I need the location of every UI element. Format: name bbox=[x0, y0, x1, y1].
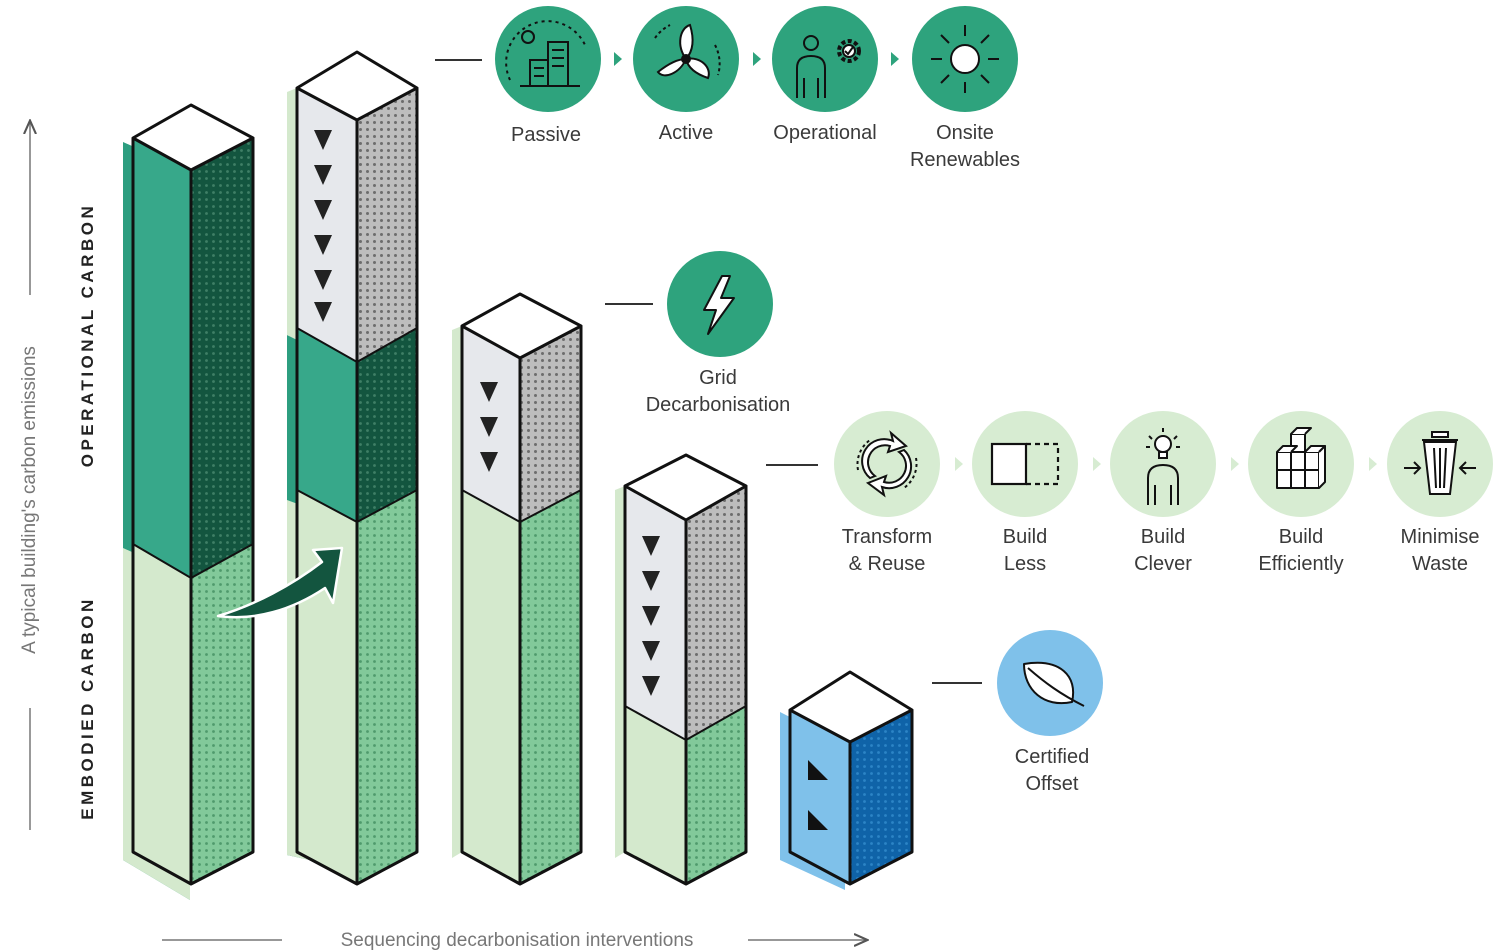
embodied-interventions: Transform & Reuse Build Less bbox=[834, 411, 1493, 575]
chevron-right-icon bbox=[614, 52, 622, 66]
sun-icon bbox=[931, 25, 999, 93]
y-axis-label: A typical building's carbon emissions bbox=[19, 346, 40, 654]
column-grid-decarbonisation bbox=[452, 292, 583, 886]
connector-lines bbox=[435, 59, 982, 684]
leaf-icon bbox=[1023, 661, 1085, 707]
y-axis: A typical building's carbon emissions bbox=[19, 122, 40, 830]
build-less-label-2: Less bbox=[1004, 553, 1046, 575]
operational-intervention: Operational bbox=[772, 6, 878, 144]
decarbonisation-label: Decarbonisation bbox=[646, 394, 791, 416]
build-efficiently-label-2: Efficiently bbox=[1258, 553, 1343, 575]
grid-decarbonisation-intervention: Grid Decarbonisation bbox=[646, 251, 791, 416]
transform-reuse-intervention: Transform & Reuse bbox=[834, 411, 940, 575]
build-clever-label-2: Clever bbox=[1134, 553, 1192, 575]
x-axis: Sequencing decarbonisation interventions bbox=[162, 930, 866, 951]
onsite-renewables-intervention: Onsite Renewables bbox=[910, 6, 1020, 171]
operational-carbon-label: OPERATIONAL CARBON bbox=[78, 203, 97, 468]
embodied-carbon-label: EMBODIED CARBON bbox=[78, 596, 97, 819]
operator-gear-icon bbox=[796, 35, 861, 98]
column-certified-offset bbox=[780, 670, 914, 890]
reduction-triangles bbox=[314, 130, 332, 322]
chevron-right-icon bbox=[753, 52, 761, 66]
minimise-label: Minimise bbox=[1401, 526, 1480, 548]
reduction-triangles bbox=[808, 760, 828, 830]
column-typical-building bbox=[123, 103, 255, 900]
reduction-triangles bbox=[480, 382, 498, 472]
reuse-label: & Reuse bbox=[849, 553, 926, 575]
passive-intervention: Passive bbox=[495, 6, 601, 146]
column-operational-reduction bbox=[287, 50, 419, 886]
certified-label: Certified bbox=[1015, 746, 1089, 768]
recycle-arrows-icon bbox=[856, 430, 918, 498]
operational-label: Operational bbox=[773, 122, 876, 144]
compressed-bin-icon bbox=[1404, 431, 1476, 495]
lightbulb-person-icon bbox=[1146, 428, 1180, 505]
shift-arrow-icon bbox=[216, 546, 344, 619]
chevron-right-icon bbox=[891, 52, 899, 66]
build-clever-intervention: Build Clever bbox=[1110, 411, 1216, 575]
certified-offset-intervention: Certified Offset bbox=[997, 630, 1103, 795]
waste-label: Waste bbox=[1412, 553, 1468, 575]
transform-label: Transform bbox=[842, 526, 932, 548]
offset-label: Offset bbox=[1026, 773, 1079, 795]
chevron-right-icon bbox=[1369, 457, 1377, 471]
lightning-bolt-icon bbox=[703, 275, 735, 335]
renewables-label: Renewables bbox=[910, 149, 1020, 171]
chevron-right-icon bbox=[955, 457, 963, 471]
chevron-right-icon bbox=[1231, 457, 1239, 471]
chevron-right-icon bbox=[1093, 457, 1101, 471]
reduction-triangles bbox=[642, 536, 660, 696]
operational-interventions: Passive Active bbox=[495, 6, 1020, 171]
build-efficiently-intervention: Build Efficiently bbox=[1248, 411, 1354, 575]
passive-label: Passive bbox=[511, 124, 581, 146]
active-label: Active bbox=[659, 122, 713, 144]
fan-turbine-icon bbox=[654, 23, 721, 80]
minimise-waste-intervention: Minimise Waste bbox=[1387, 411, 1493, 575]
reduced-volume-icon bbox=[990, 442, 1060, 486]
onsite-label: Onsite bbox=[936, 122, 994, 144]
active-intervention: Active bbox=[633, 6, 739, 144]
x-axis-label: Sequencing decarbonisation interventions bbox=[341, 930, 694, 951]
build-efficiently-label-1: Build bbox=[1279, 526, 1323, 548]
build-less-label-1: Build bbox=[1003, 526, 1047, 548]
build-less-intervention: Build Less bbox=[972, 411, 1078, 575]
grid-label: Grid bbox=[699, 367, 737, 389]
build-clever-label-1: Build bbox=[1141, 526, 1185, 548]
column-embodied-reduction bbox=[615, 453, 748, 886]
passive-building-icon bbox=[505, 20, 586, 87]
stacked-blocks-icon bbox=[1276, 427, 1326, 489]
